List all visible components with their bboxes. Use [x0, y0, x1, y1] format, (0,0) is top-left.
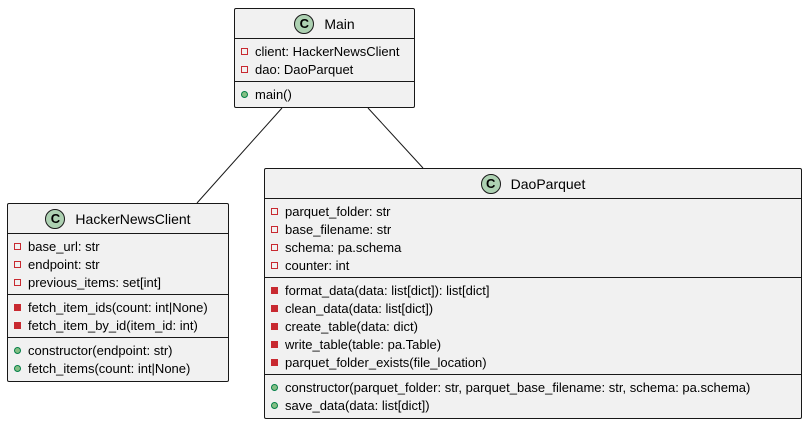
private-method-icon: [271, 286, 278, 294]
class-hackernewsclient[interactable]: C HackerNewsClient base_url: str endpoin…: [7, 203, 229, 382]
public-method-icon: [14, 346, 21, 354]
field-text: endpoint: str: [28, 256, 100, 272]
method-text: clean_data(data: list[dict]): [285, 300, 434, 316]
public-method-icon: [14, 364, 21, 372]
private-field-icon: [271, 207, 278, 215]
method-row: fetch_item_by_id(item_id: int): [8, 316, 228, 334]
association-main-hackernewsclient: [196, 107, 283, 204]
field-row: base_url: str: [8, 237, 228, 255]
method-row: write_table(table: pa.Table): [265, 335, 801, 353]
association-main-daoparquet: [367, 107, 424, 169]
method-text: fetch_item_by_id(item_id: int): [28, 317, 198, 333]
private-field-icon: [14, 242, 21, 250]
private-method-icon: [271, 340, 278, 348]
public-method-icon: [271, 383, 278, 391]
private-method-icon: [271, 304, 278, 312]
field-text: parquet_folder: str: [285, 203, 391, 219]
field-text: dao: DaoParquet: [255, 61, 354, 77]
method-text: constructor(endpoint: str): [28, 342, 173, 358]
method-text: fetch_item_ids(count: int|None): [28, 299, 208, 315]
field-row: parquet_folder: str: [265, 202, 801, 220]
method-row: create_table(data: dict): [265, 317, 801, 335]
class-daoparquet-methods: constructor(parquet_folder: str, parquet…: [265, 375, 801, 417]
field-row: client: HackerNewsClient: [235, 42, 414, 60]
method-row: fetch_items(count: int|None): [8, 359, 228, 377]
class-daoparquet-fields: parquet_folder: str base_filename: str s…: [265, 199, 801, 278]
field-text: counter: int: [285, 257, 350, 273]
method-text: constructor(parquet_folder: str, parquet…: [285, 379, 751, 395]
field-row: endpoint: str: [8, 255, 228, 273]
class-main[interactable]: C Main client: HackerNewsClient dao: Dao…: [234, 8, 415, 108]
method-row: constructor(endpoint: str): [8, 341, 228, 359]
private-method-icon: [271, 358, 278, 366]
field-text: schema: pa.schema: [285, 239, 402, 255]
method-text: main(): [255, 86, 292, 102]
private-method-icon: [14, 303, 21, 311]
private-method-icon: [14, 321, 21, 329]
method-text: parquet_folder_exists(file_location): [285, 354, 487, 370]
class-badge-icon: C: [480, 173, 501, 194]
class-hackernewsclient-header: C HackerNewsClient: [8, 204, 228, 234]
class-daoparquet[interactable]: C DaoParquet parquet_folder: str base_fi…: [264, 168, 802, 419]
class-badge-icon: C: [294, 13, 315, 34]
private-field-icon: [14, 260, 21, 268]
class-badge-icon: C: [45, 208, 66, 229]
class-main-methods: main(): [235, 82, 414, 106]
field-text: client: HackerNewsClient: [255, 43, 400, 59]
method-text: format_data(data: list[dict]): list[dict…: [285, 282, 490, 298]
method-row: fetch_item_ids(count: int|None): [8, 298, 228, 316]
class-hackernewsclient-private-methods: fetch_item_ids(count: int|None) fetch_it…: [8, 295, 228, 338]
method-text: fetch_items(count: int|None): [28, 360, 191, 376]
class-main-header: C Main: [235, 9, 414, 39]
public-method-icon: [271, 401, 278, 409]
field-row: base_filename: str: [265, 220, 801, 238]
class-daoparquet-header: C DaoParquet: [265, 169, 801, 199]
field-text: base_filename: str: [285, 221, 392, 237]
field-row: dao: DaoParquet: [235, 60, 414, 78]
field-row: counter: int: [265, 256, 801, 274]
class-hackernewsclient-fields: base_url: str endpoint: str previous_ite…: [8, 234, 228, 295]
private-field-icon: [241, 47, 248, 55]
private-field-icon: [271, 261, 278, 269]
public-method-icon: [241, 90, 248, 98]
method-text: save_data(data: list[dict]): [285, 397, 430, 413]
method-text: write_table(table: pa.Table): [285, 336, 442, 352]
method-row: save_data(data: list[dict]): [265, 396, 801, 414]
private-field-icon: [241, 65, 248, 73]
class-main-fields: client: HackerNewsClient dao: DaoParquet: [235, 39, 414, 82]
method-text: create_table(data: dict): [285, 318, 418, 334]
class-daoparquet-private-methods: format_data(data: list[dict]): list[dict…: [265, 278, 801, 375]
field-row: previous_items: set[int]: [8, 273, 228, 291]
method-row: main(): [235, 85, 414, 103]
method-row: parquet_folder_exists(file_location): [265, 353, 801, 371]
private-field-icon: [271, 225, 278, 233]
private-method-icon: [271, 322, 278, 330]
method-row: clean_data(data: list[dict]): [265, 299, 801, 317]
private-field-icon: [14, 278, 21, 286]
class-daoparquet-name: DaoParquet: [510, 175, 586, 192]
field-text: previous_items: set[int]: [28, 274, 161, 290]
class-main-name: Main: [324, 15, 355, 32]
field-row: schema: pa.schema: [265, 238, 801, 256]
method-row: constructor(parquet_folder: str, parquet…: [265, 378, 801, 396]
method-row: format_data(data: list[dict]): list[dict…: [265, 281, 801, 299]
class-hackernewsclient-methods: constructor(endpoint: str) fetch_items(c…: [8, 338, 228, 380]
class-hackernewsclient-name: HackerNewsClient: [75, 210, 191, 227]
field-text: base_url: str: [28, 238, 100, 254]
private-field-icon: [271, 243, 278, 251]
